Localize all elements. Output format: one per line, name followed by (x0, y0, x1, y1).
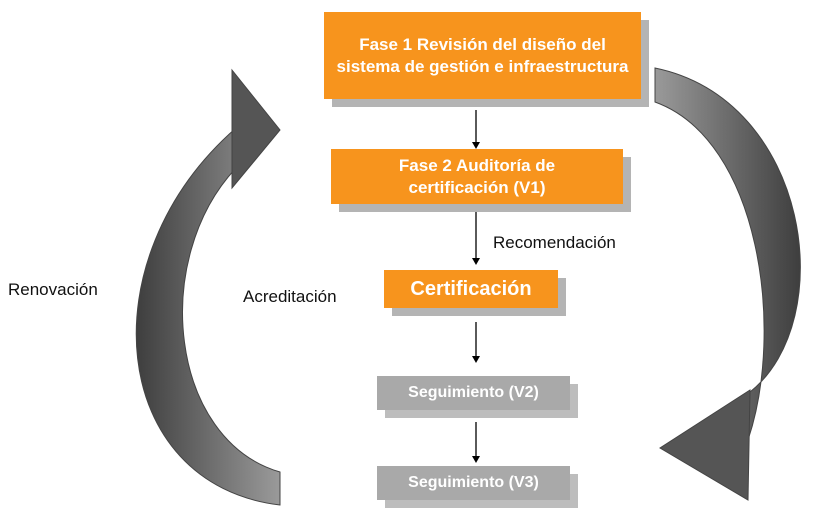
accreditation-label: Acreditación (243, 287, 337, 306)
certification-box: Certificación (384, 270, 558, 308)
follow-up-v3-box: Seguimiento (V3) (377, 466, 570, 500)
phase-2-box: Fase 2 Auditoría de certificación (V1) (331, 149, 623, 204)
phase-1-box: Fase 1 Revisión del diseño del sistema d… (324, 12, 641, 99)
recommendation-label: Recomendación (493, 233, 616, 252)
renewal-label: Renovación (8, 280, 98, 299)
cycle-curved-arrow (654, 67, 801, 501)
follow-up-v2-box: Seguimiento (V2) (377, 376, 570, 410)
renewal-curved-arrow (135, 68, 281, 506)
